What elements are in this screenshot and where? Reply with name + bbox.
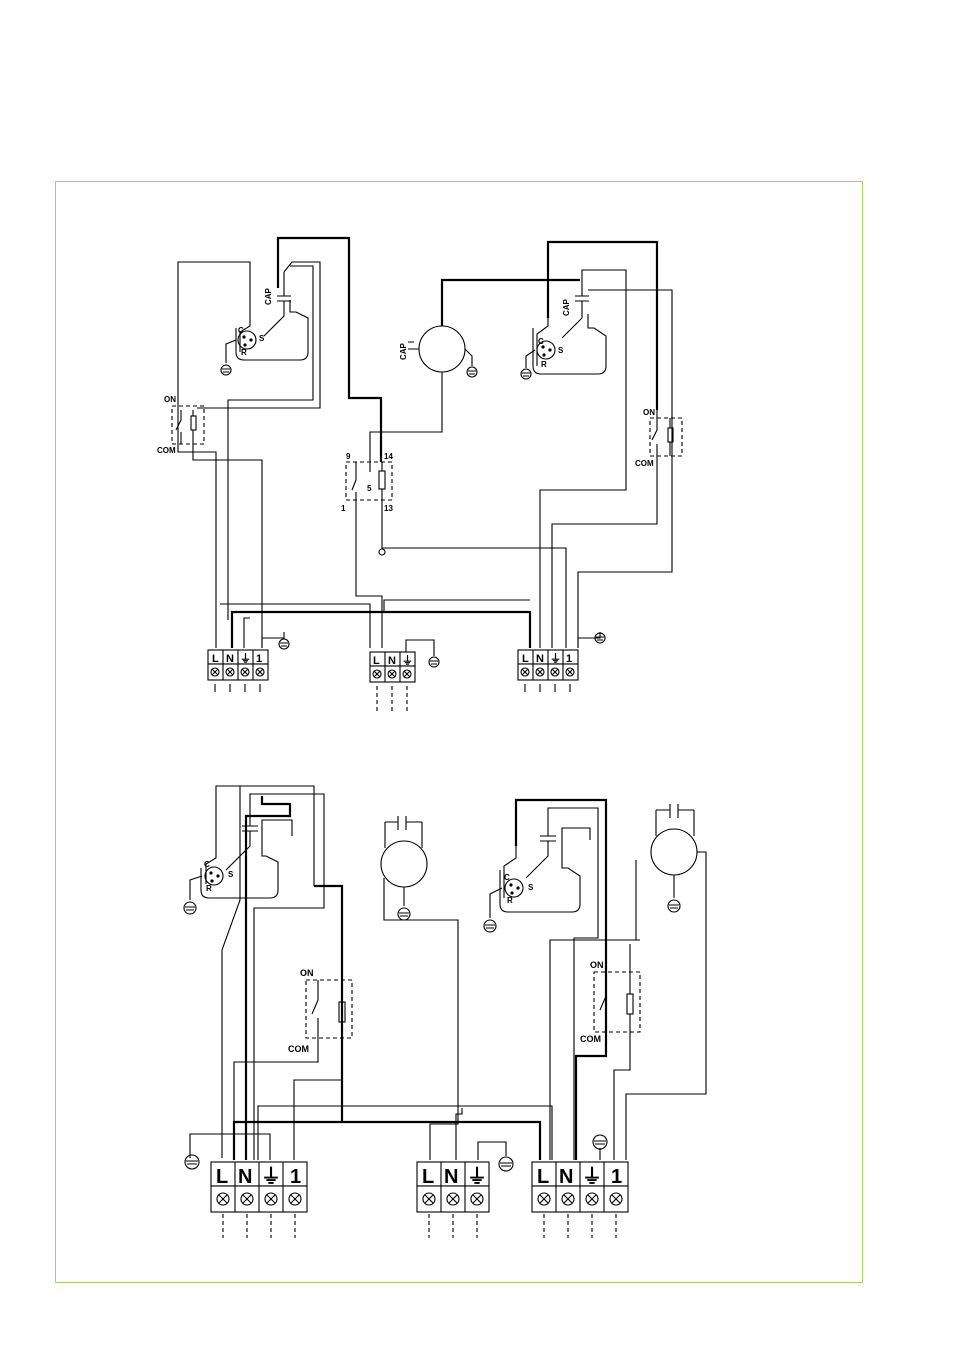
bottom-wiring-diagram: C S R: [183, 785, 707, 1238]
terminal-screw-icon: [216, 1192, 623, 1206]
on-label: ON: [643, 408, 655, 417]
compressor-icon: C S R: [200, 842, 279, 899]
capacitor-icon: [408, 341, 419, 350]
ground-icon: [278, 632, 606, 668]
terminal-l-label: L: [212, 653, 219, 665]
ground-icon: [667, 899, 681, 913]
ground-icon: [483, 919, 497, 933]
capacitor-icon: [525, 824, 556, 879]
thermostat-switch-icon: [551, 410, 683, 648]
com-label: COM: [288, 1044, 309, 1054]
terminal-c-label: C: [238, 326, 244, 335]
terminal-n-label: N: [388, 655, 396, 667]
terminal-1-label: 1: [611, 1166, 622, 1188]
terminal-s-label: S: [558, 346, 564, 355]
ground-icon: [220, 364, 232, 376]
terminal-s-label: S: [228, 870, 234, 879]
ground-icon: [397, 907, 411, 921]
terminal-r-label: R: [206, 884, 212, 893]
com-label: COM: [580, 1034, 601, 1044]
thermostat-switch-icon: [593, 944, 641, 1160]
compressor-icon: C S R: [235, 300, 309, 361]
terminal-ground-label: ⏚: [582, 1165, 602, 1188]
terminal-1-label: 1: [566, 653, 572, 665]
terminal-c-label: C: [204, 860, 210, 869]
terminal-n-label: N: [238, 1166, 252, 1188]
thermostat-switch-icon: [171, 405, 205, 445]
terminal-l-label: L: [216, 1166, 228, 1188]
capacitor-icon: [384, 816, 423, 848]
terminal-r-label: R: [541, 360, 547, 369]
terminal-l-label: L: [522, 653, 529, 665]
cap-label: CAP: [562, 298, 571, 316]
terminal-n-label: N: [559, 1166, 573, 1188]
terminal-n-label: N: [444, 1166, 458, 1188]
terminal-ground-label: ⏚: [261, 1165, 281, 1188]
terminal-s-label: S: [259, 334, 265, 343]
capacitor-icon: [561, 282, 589, 339]
compressor-icon: C S R: [532, 314, 607, 375]
terminal-screw-icon: [210, 667, 575, 679]
terminal-n-label: N: [226, 653, 234, 665]
terminal-ground-label: ⏚: [550, 652, 561, 665]
cap-label: CAP: [264, 287, 273, 305]
terminal-1-label: 1: [290, 1166, 301, 1188]
relay-icon: [345, 461, 393, 508]
fan-motor-icon: [650, 828, 698, 876]
terminal-n-label: N: [536, 653, 544, 665]
ground-icon: [184, 1134, 608, 1172]
terminal-l-label: L: [422, 1166, 434, 1188]
terminal-block-right: L N ⏚ 1: [531, 1161, 629, 1213]
terminal-c-label: C: [504, 873, 510, 882]
terminal-ground-label: ⏚: [240, 652, 251, 665]
com-label: COM: [157, 446, 176, 455]
terminal-1-label: 1: [256, 653, 262, 665]
fan-motor-icon: [418, 325, 466, 373]
terminal-c-label: C: [538, 337, 544, 346]
on-label: ON: [590, 960, 604, 970]
relay-pin-13: 13: [384, 504, 393, 513]
compressor-icon: C S R: [499, 846, 581, 913]
terminal-ground-label: ⏚: [467, 1165, 487, 1188]
on-label: ON: [164, 395, 176, 404]
diagram-frame: [55, 181, 863, 1283]
top-wiring-diagram: C S R CAP ON COM: [157, 236, 683, 712]
com-label: COM: [635, 459, 654, 468]
terminal-l-label: L: [373, 655, 380, 667]
terminal-block-left: L N ⏚ 1: [207, 649, 269, 681]
ground-icon: [183, 901, 197, 915]
terminal-l-label: L: [537, 1166, 549, 1188]
relay-pin-1: 1: [341, 504, 346, 513]
ground-icon: [466, 366, 478, 378]
capacitor-icon: [263, 272, 291, 337]
terminal-block-left: L N ⏚ 1: [210, 1161, 308, 1213]
ground-icon: [520, 368, 532, 380]
relay-pin-5: 5: [367, 484, 372, 493]
terminal-ground-label: ⏚: [402, 654, 413, 667]
thermostat-switch-icon: [233, 979, 353, 1160]
fan-motor-icon: [380, 840, 428, 888]
relay-pin-14: 14: [384, 452, 393, 461]
capacitor-icon: [655, 804, 695, 836]
relay-pin-9: 9: [346, 452, 351, 461]
terminal-r-label: R: [507, 896, 513, 905]
terminal-r-label: R: [241, 348, 247, 357]
terminal-block-right: L N ⏚ 1: [517, 649, 579, 681]
cap-label: CAP: [399, 342, 408, 360]
terminal-s-label: S: [528, 883, 534, 892]
capacitor-icon: [225, 814, 258, 871]
on-label: ON: [300, 968, 314, 978]
